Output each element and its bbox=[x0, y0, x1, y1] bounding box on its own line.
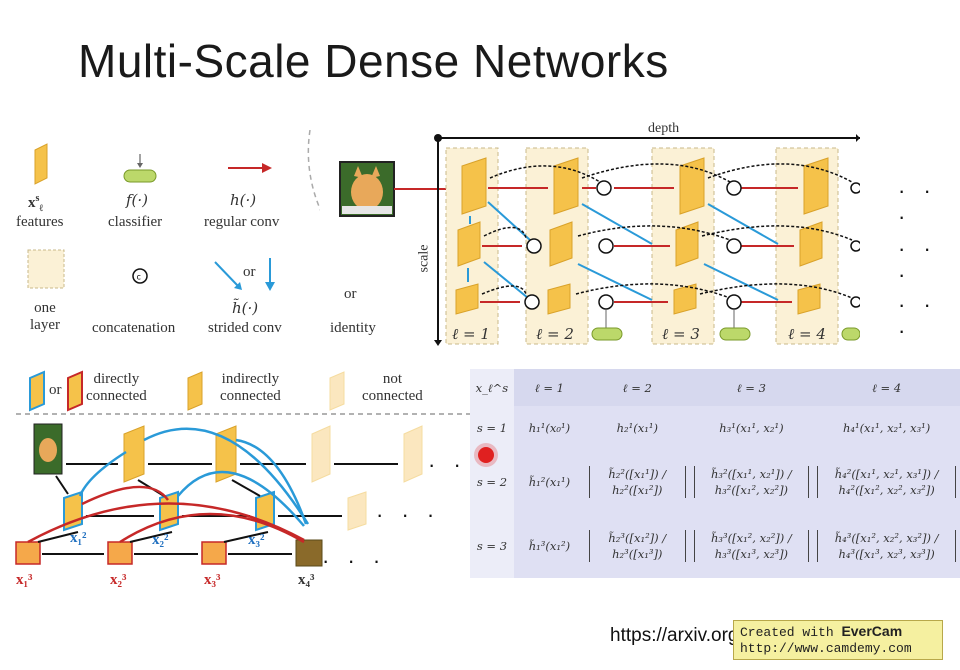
table-row: s = 3 h̃₁³(x₁²) h̃₂³([x₁²]) / h₂³([x₁³])… bbox=[470, 514, 960, 578]
connectivity-legend-graphics bbox=[16, 370, 470, 415]
watermark-brand: EverCam bbox=[841, 623, 903, 639]
table-cell: h̃₂³([x₁²]) / h₂³([x₁³]) bbox=[585, 514, 690, 578]
watermark-url: http://www.camdemy.com bbox=[740, 641, 912, 656]
feature-icon bbox=[34, 143, 48, 185]
table-cell-content: h̃₃²([x₁¹, x₂¹]) / h₃²([x₁², x₂²]) bbox=[693, 466, 810, 498]
x-label-s2-2: x₂² bbox=[152, 532, 169, 548]
msdnet-architecture-diagram bbox=[339, 134, 860, 346]
indirectly-connected-label: indirectly connected bbox=[220, 371, 281, 404]
ellipsis-bottom-3: · · · bbox=[322, 548, 387, 573]
connectivity-or-label: or bbox=[49, 382, 62, 398]
classifier-label: classifier bbox=[108, 214, 163, 230]
features-label: features bbox=[16, 214, 64, 230]
regular-conv-label: regular conv bbox=[204, 214, 280, 230]
table-header-2: ℓ = 2 bbox=[585, 369, 690, 406]
layer-box-icon bbox=[27, 249, 65, 289]
concat-icon bbox=[132, 268, 148, 284]
table-cell-content: h̃₂²([x₁¹]) / h₂²([x₁²]) bbox=[589, 466, 686, 498]
layer-label-2: ℓ = 2 bbox=[536, 325, 574, 343]
identity-label: identity bbox=[330, 320, 376, 336]
ellipsis-row-1: · · · bbox=[898, 178, 937, 229]
ellipsis-row-3: · · · bbox=[898, 292, 937, 343]
table-cell: h̃₂²([x₁¹]) / h₂²([x₁²]) bbox=[585, 450, 690, 514]
table-cell-content: h̃₃³([x₁², x₂²]) / h₃³([x₁³, x₂³]) bbox=[693, 530, 810, 562]
depth-axis-label: depth bbox=[648, 121, 680, 136]
row-label-s1: s = 1 bbox=[470, 406, 514, 450]
table-cell-content: h̃₄³([x₁², x₂², x₃²]) / h₄³([x₁³, x₂³, x… bbox=[817, 530, 956, 562]
dense-connectivity-diagram bbox=[15, 423, 423, 567]
table-row: s = 1 h₁¹(x₀¹) h₂¹(x₁¹) h₃¹(x₁¹, x₂¹) h₄… bbox=[470, 406, 960, 450]
table-cell: h₂¹(x₁¹) bbox=[585, 406, 690, 450]
table-cell: h̃₃²([x₁¹, x₂¹]) / h₃²([x₁², x₂²]) bbox=[689, 450, 814, 514]
table-cell: h̃₁²(x₁¹) bbox=[513, 450, 585, 514]
x-label-s2-1: x₁² bbox=[70, 530, 87, 546]
table-cell: h̃₁³(x₁²) bbox=[513, 514, 585, 578]
ellipsis-row-2: · · · bbox=[898, 236, 937, 287]
strided-or-label: or bbox=[243, 264, 256, 280]
table-cell: h₃¹(x₁¹, x₂¹) bbox=[689, 406, 814, 450]
table-cell: h̃₄³([x₁², x₂², x₃²]) / h₄³([x₁³, x₂³, x… bbox=[813, 514, 960, 578]
table-header-3: ℓ = 3 bbox=[689, 369, 814, 406]
table-cell: h₄¹(x₁¹, x₂¹, x₃¹) bbox=[813, 406, 960, 450]
table-cell: h̃₃³([x₁², x₂²]) / h₃³([x₁³, x₂³]) bbox=[689, 514, 814, 578]
layer-label-4: ℓ = 4 bbox=[788, 325, 826, 343]
table-corner: x_ℓ^s bbox=[470, 369, 514, 406]
table-cell-content: h̃₂³([x₁²]) / h₂³([x₁³]) bbox=[589, 530, 686, 562]
classifier-icon bbox=[123, 169, 157, 183]
svg-text:c: c bbox=[137, 273, 141, 282]
scale-axis-label: scale bbox=[416, 244, 432, 273]
layer-label-3: ℓ = 3 bbox=[662, 325, 700, 343]
not-connected-label: not connected bbox=[362, 371, 423, 404]
directly-connected-label: directly connected bbox=[86, 371, 147, 404]
table-header-1: ℓ = 1 bbox=[513, 369, 585, 406]
classifier-symbol: f(·) bbox=[126, 191, 149, 209]
row-label-s3: s = 3 bbox=[470, 514, 514, 578]
x-label-s3-4: x₄³ bbox=[298, 572, 315, 588]
x-label-s3-2: x₂³ bbox=[110, 572, 127, 588]
x-label-s3-1: x₁³ bbox=[16, 572, 33, 588]
legend-graphics: c bbox=[27, 130, 320, 291]
ellipsis-bottom-2: · · · bbox=[376, 502, 441, 527]
evercam-watermark: Created with EverCam http://www.camdemy.… bbox=[733, 620, 943, 660]
layer-label-1: ℓ = 1 bbox=[452, 325, 490, 343]
laser-pointer-dot bbox=[478, 447, 494, 463]
table-cell: h̃₄²([x₁¹, x₂¹, x₃¹]) / h₄²([x₁², x₂², x… bbox=[813, 450, 960, 514]
feature-map-table: x_ℓ^s ℓ = 1 ℓ = 2 ℓ = 3 ℓ = 4 s = 1 h₁¹(… bbox=[470, 369, 960, 578]
table-header-4: ℓ = 4 bbox=[813, 369, 960, 406]
concatenation-label: concatenation bbox=[92, 320, 176, 336]
strided-conv-label: strided conv bbox=[208, 320, 282, 336]
x-label-s2-3: x₃² bbox=[248, 532, 265, 548]
one-layer-label: one layer bbox=[30, 300, 60, 333]
slide-title: Multi-Scale Dense Networks bbox=[78, 35, 669, 87]
strided-symbol: h̃(·) bbox=[232, 299, 259, 317]
regular-conv-symbol: h(·) bbox=[230, 191, 257, 209]
watermark-line1: Created with bbox=[740, 625, 834, 640]
row-label-s2: s = 2 bbox=[470, 450, 514, 514]
identity-or-label: or bbox=[344, 286, 357, 302]
table-row: s = 2 h̃₁²(x₁¹) h̃₂²([x₁¹]) / h₂²([x₁²])… bbox=[470, 450, 960, 514]
x-label-s3-3: x₃³ bbox=[204, 572, 221, 588]
features-symbol: xsℓ bbox=[28, 193, 44, 214]
table-cell-content: h̃₄²([x₁¹, x₂¹, x₃¹]) / h₄²([x₁², x₂², x… bbox=[817, 466, 956, 498]
table-cell: h₁¹(x₀¹) bbox=[513, 406, 585, 450]
